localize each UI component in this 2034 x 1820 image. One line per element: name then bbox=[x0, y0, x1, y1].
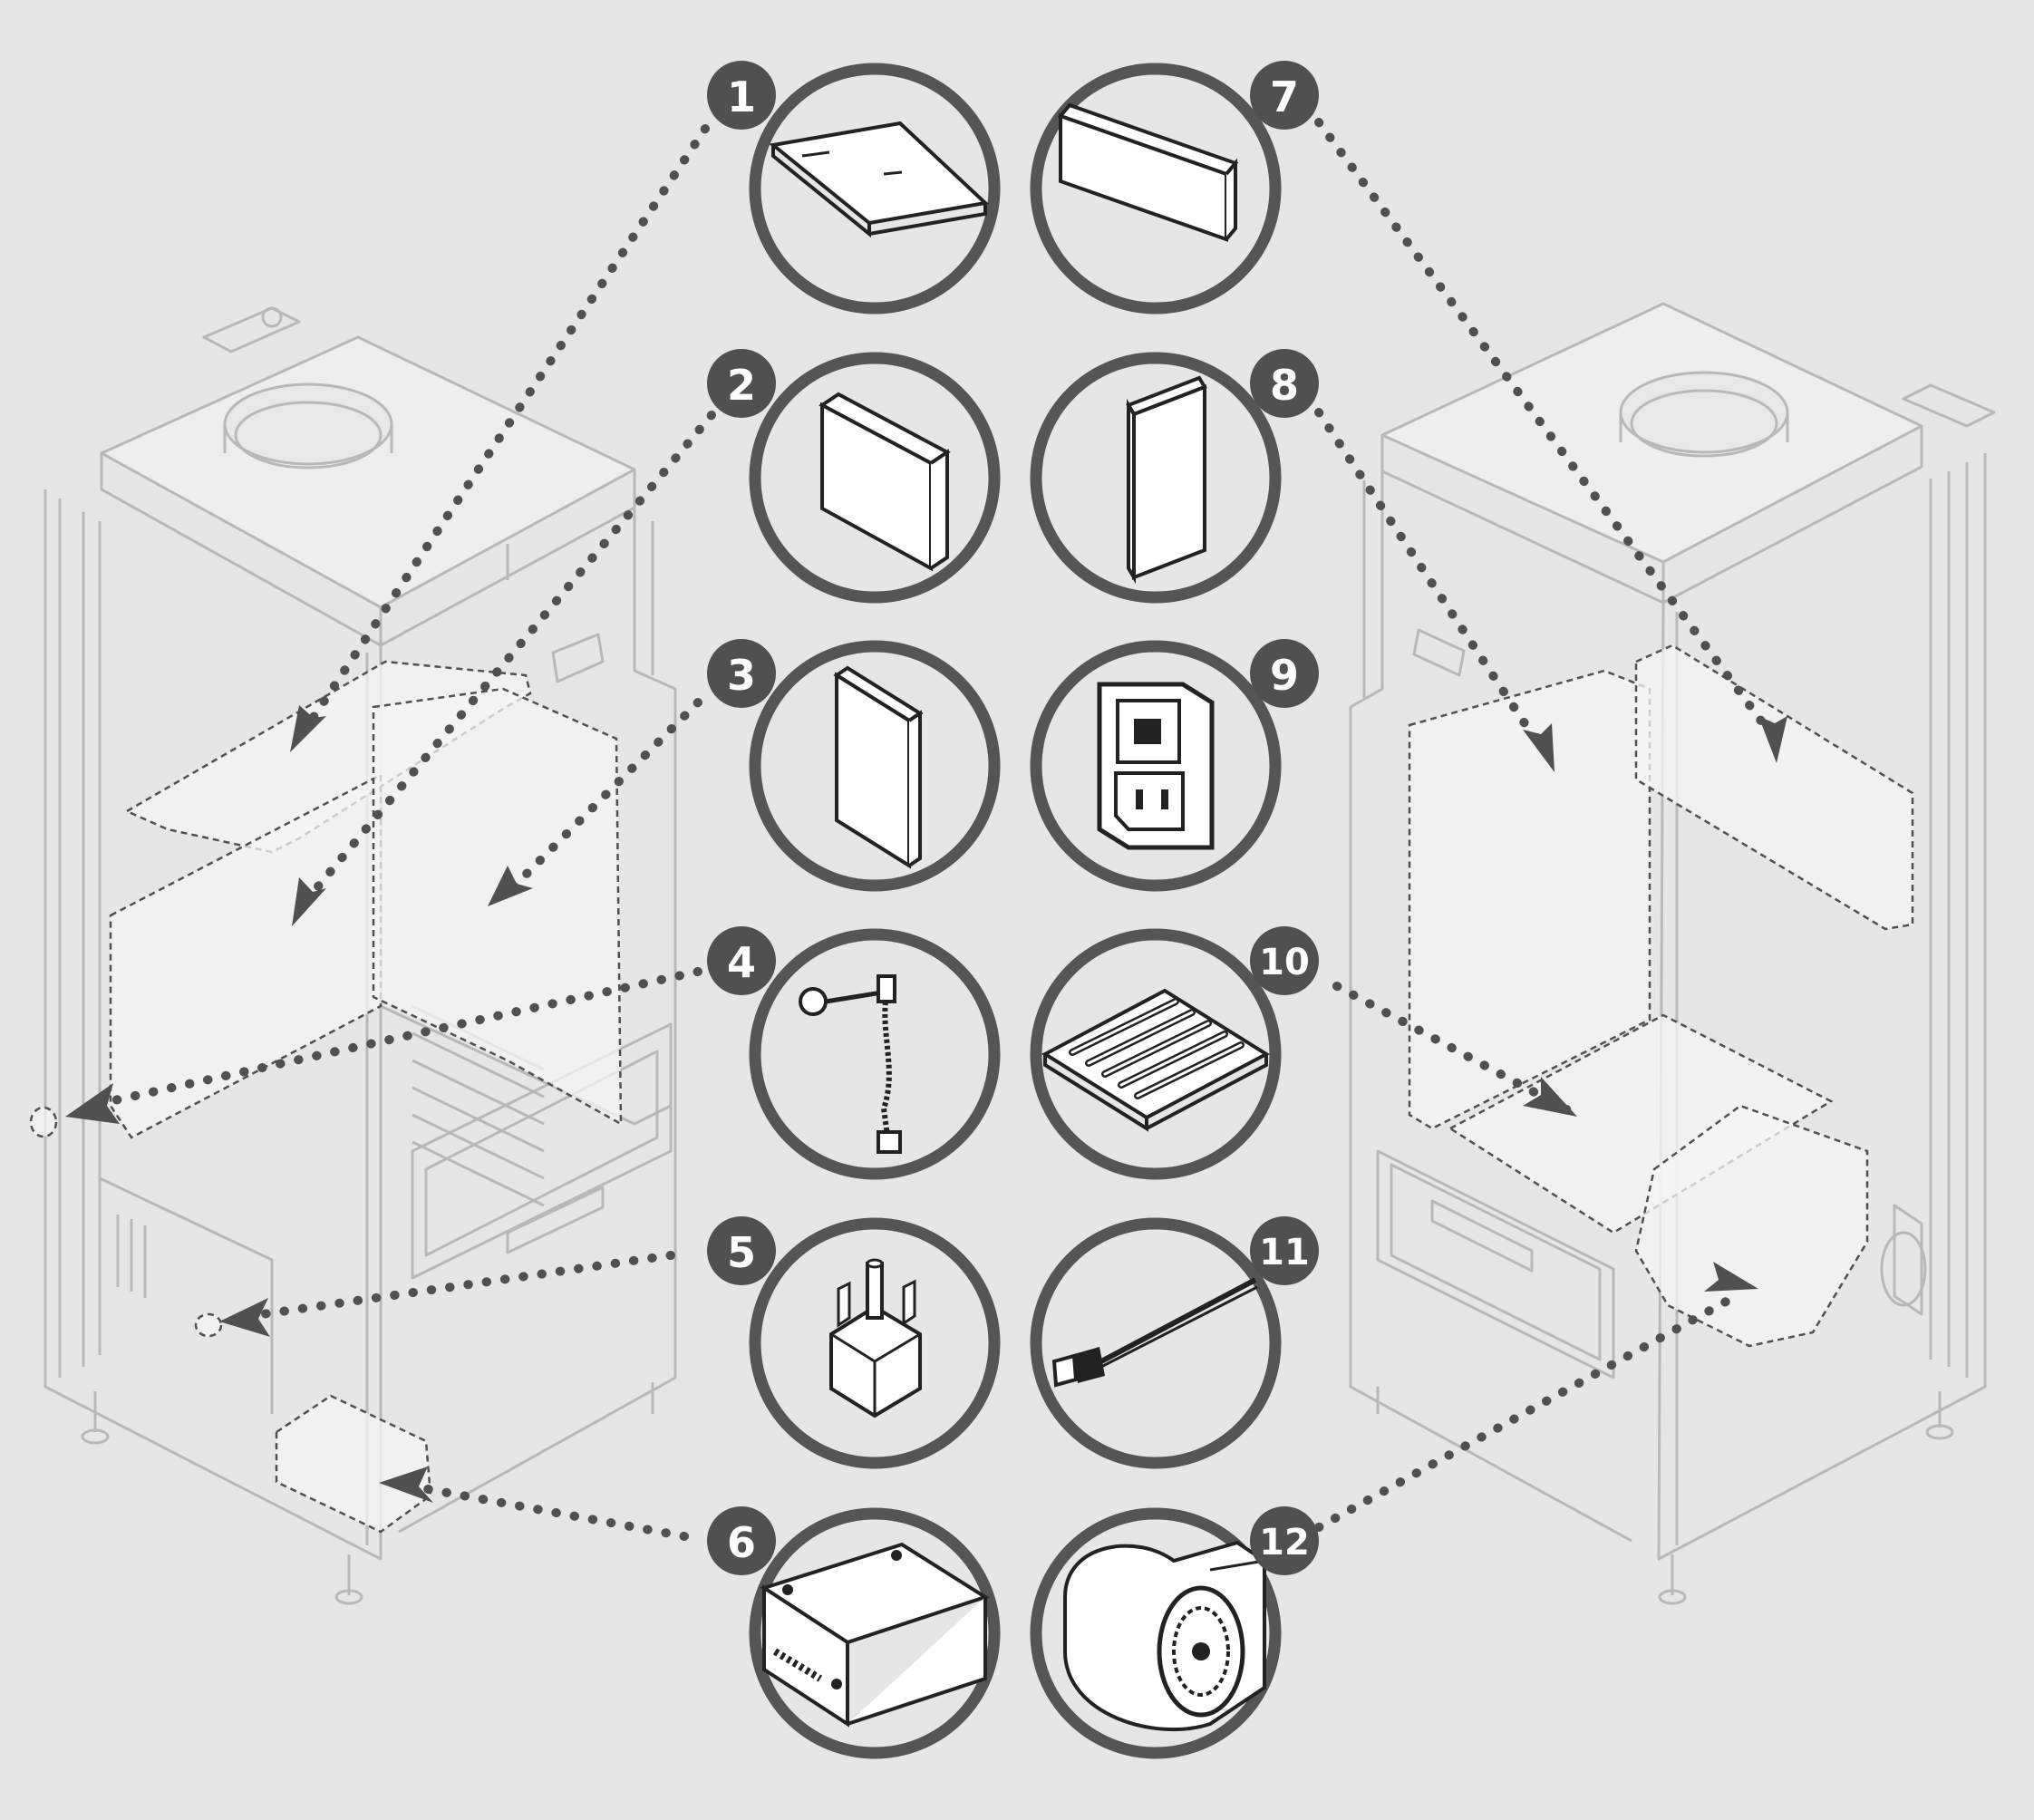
left-panel-thermostat-spot bbox=[194, 1312, 223, 1338]
part-number-label: 1 bbox=[727, 73, 756, 121]
part-callout-2: 2 bbox=[707, 349, 1001, 604]
callout-circle bbox=[749, 928, 1001, 1180]
leader-10 bbox=[1332, 982, 1573, 1115]
exhaust-fan-icon bbox=[1063, 1540, 1266, 1732]
part-number-label: 4 bbox=[727, 938, 756, 987]
part-number-label: 8 bbox=[1270, 361, 1299, 410]
part-callout-1: 1 bbox=[707, 61, 1001, 315]
leader-2 bbox=[308, 411, 716, 897]
igniter-resistor-icon bbox=[1051, 1277, 1258, 1388]
part-number-label: 5 bbox=[727, 1228, 756, 1277]
burn-grate-icon bbox=[1041, 988, 1271, 1132]
control-board-box-icon bbox=[760, 1542, 990, 1728]
right-panel-upper-brick bbox=[1634, 644, 1914, 931]
side-refractory-panel-icon bbox=[833, 665, 924, 869]
number-badge bbox=[707, 1216, 776, 1285]
right-panel-fan bbox=[1634, 1104, 1869, 1348]
back-refractory-panel-icon bbox=[818, 392, 951, 572]
part-callout-12: 12 bbox=[1030, 1506, 1319, 1759]
safety-thermostat-icon bbox=[829, 1258, 922, 1418]
right-panel-back bbox=[1408, 669, 1651, 1130]
leader-5 bbox=[227, 1251, 675, 1323]
temperature-probe-icon bbox=[799, 974, 902, 1154]
number-badge bbox=[1250, 1506, 1319, 1575]
arrowheads bbox=[65, 705, 1787, 1503]
part-callout-5: 5 bbox=[707, 1216, 1001, 1469]
part-number-label: 9 bbox=[1270, 651, 1299, 700]
right-stove-drawing bbox=[1349, 302, 1996, 1605]
left-stove-drawing bbox=[44, 306, 677, 1605]
part-number-label: 3 bbox=[727, 651, 756, 700]
left-panel-side bbox=[372, 687, 623, 1127]
top-deflector-plate-icon bbox=[769, 121, 990, 238]
number-badge bbox=[1250, 639, 1319, 708]
part-callout-9: 9 bbox=[1030, 639, 1319, 892]
number-badge bbox=[707, 639, 776, 708]
right-stove-panels bbox=[1408, 644, 1914, 1348]
arrow-4 bbox=[65, 1083, 120, 1124]
left-panel-board-box bbox=[275, 1394, 432, 1534]
part-number-label: 10 bbox=[1259, 942, 1310, 983]
arrow-6 bbox=[379, 1467, 433, 1503]
number-badge bbox=[707, 1506, 776, 1575]
arrow-3 bbox=[488, 866, 533, 906]
leader-1 bbox=[304, 124, 710, 730]
arrow-8 bbox=[1523, 723, 1555, 772]
number-badge bbox=[707, 349, 776, 418]
leader-7 bbox=[1314, 118, 1772, 734]
left-panel-back bbox=[109, 772, 383, 1139]
leader-4 bbox=[77, 967, 702, 1112]
part-callout-11: 11 bbox=[1030, 1216, 1319, 1469]
part-callout-7: 7 bbox=[1030, 61, 1319, 315]
part-callout-4: 4 bbox=[707, 926, 1001, 1180]
part-callout-3: 3 bbox=[707, 639, 1001, 892]
part-number-label: 6 bbox=[727, 1518, 756, 1567]
arrow-7 bbox=[1758, 716, 1787, 763]
upper-refractory-brick-icon bbox=[1057, 102, 1239, 242]
side-brick-icon bbox=[1126, 375, 1207, 585]
right-panel-grate bbox=[1448, 1013, 1834, 1234]
arrow-5 bbox=[219, 1298, 270, 1337]
left-stove-panels bbox=[29, 660, 623, 1534]
part-number-label: 2 bbox=[727, 361, 756, 410]
callout-circle bbox=[1030, 1217, 1282, 1469]
power-switch-socket-icon bbox=[1097, 682, 1215, 850]
part-number-label: 7 bbox=[1270, 73, 1299, 121]
arrow-1 bbox=[290, 705, 326, 752]
part-number-label: 11 bbox=[1259, 1232, 1310, 1273]
number-badge bbox=[1250, 926, 1319, 995]
part-callout-8: 8 bbox=[1030, 349, 1319, 604]
number-badge bbox=[707, 926, 776, 995]
leader-6 bbox=[399, 1480, 689, 1541]
leader-12 bbox=[1314, 1292, 1740, 1532]
number-badge bbox=[1250, 349, 1319, 418]
part-callout-6: 6 bbox=[707, 1506, 1001, 1759]
left-panel-probe-spot bbox=[29, 1106, 58, 1138]
number-badge bbox=[1250, 1216, 1319, 1285]
part-number-label: 12 bbox=[1259, 1522, 1310, 1563]
number-badge bbox=[1250, 61, 1319, 130]
arrow-2 bbox=[292, 877, 326, 926]
number-badge bbox=[707, 61, 776, 130]
leader-lines bbox=[77, 118, 1772, 1541]
arrow-12 bbox=[1704, 1262, 1758, 1292]
arrow-10 bbox=[1523, 1077, 1577, 1117]
part-callout-10: 10 bbox=[1030, 926, 1319, 1180]
